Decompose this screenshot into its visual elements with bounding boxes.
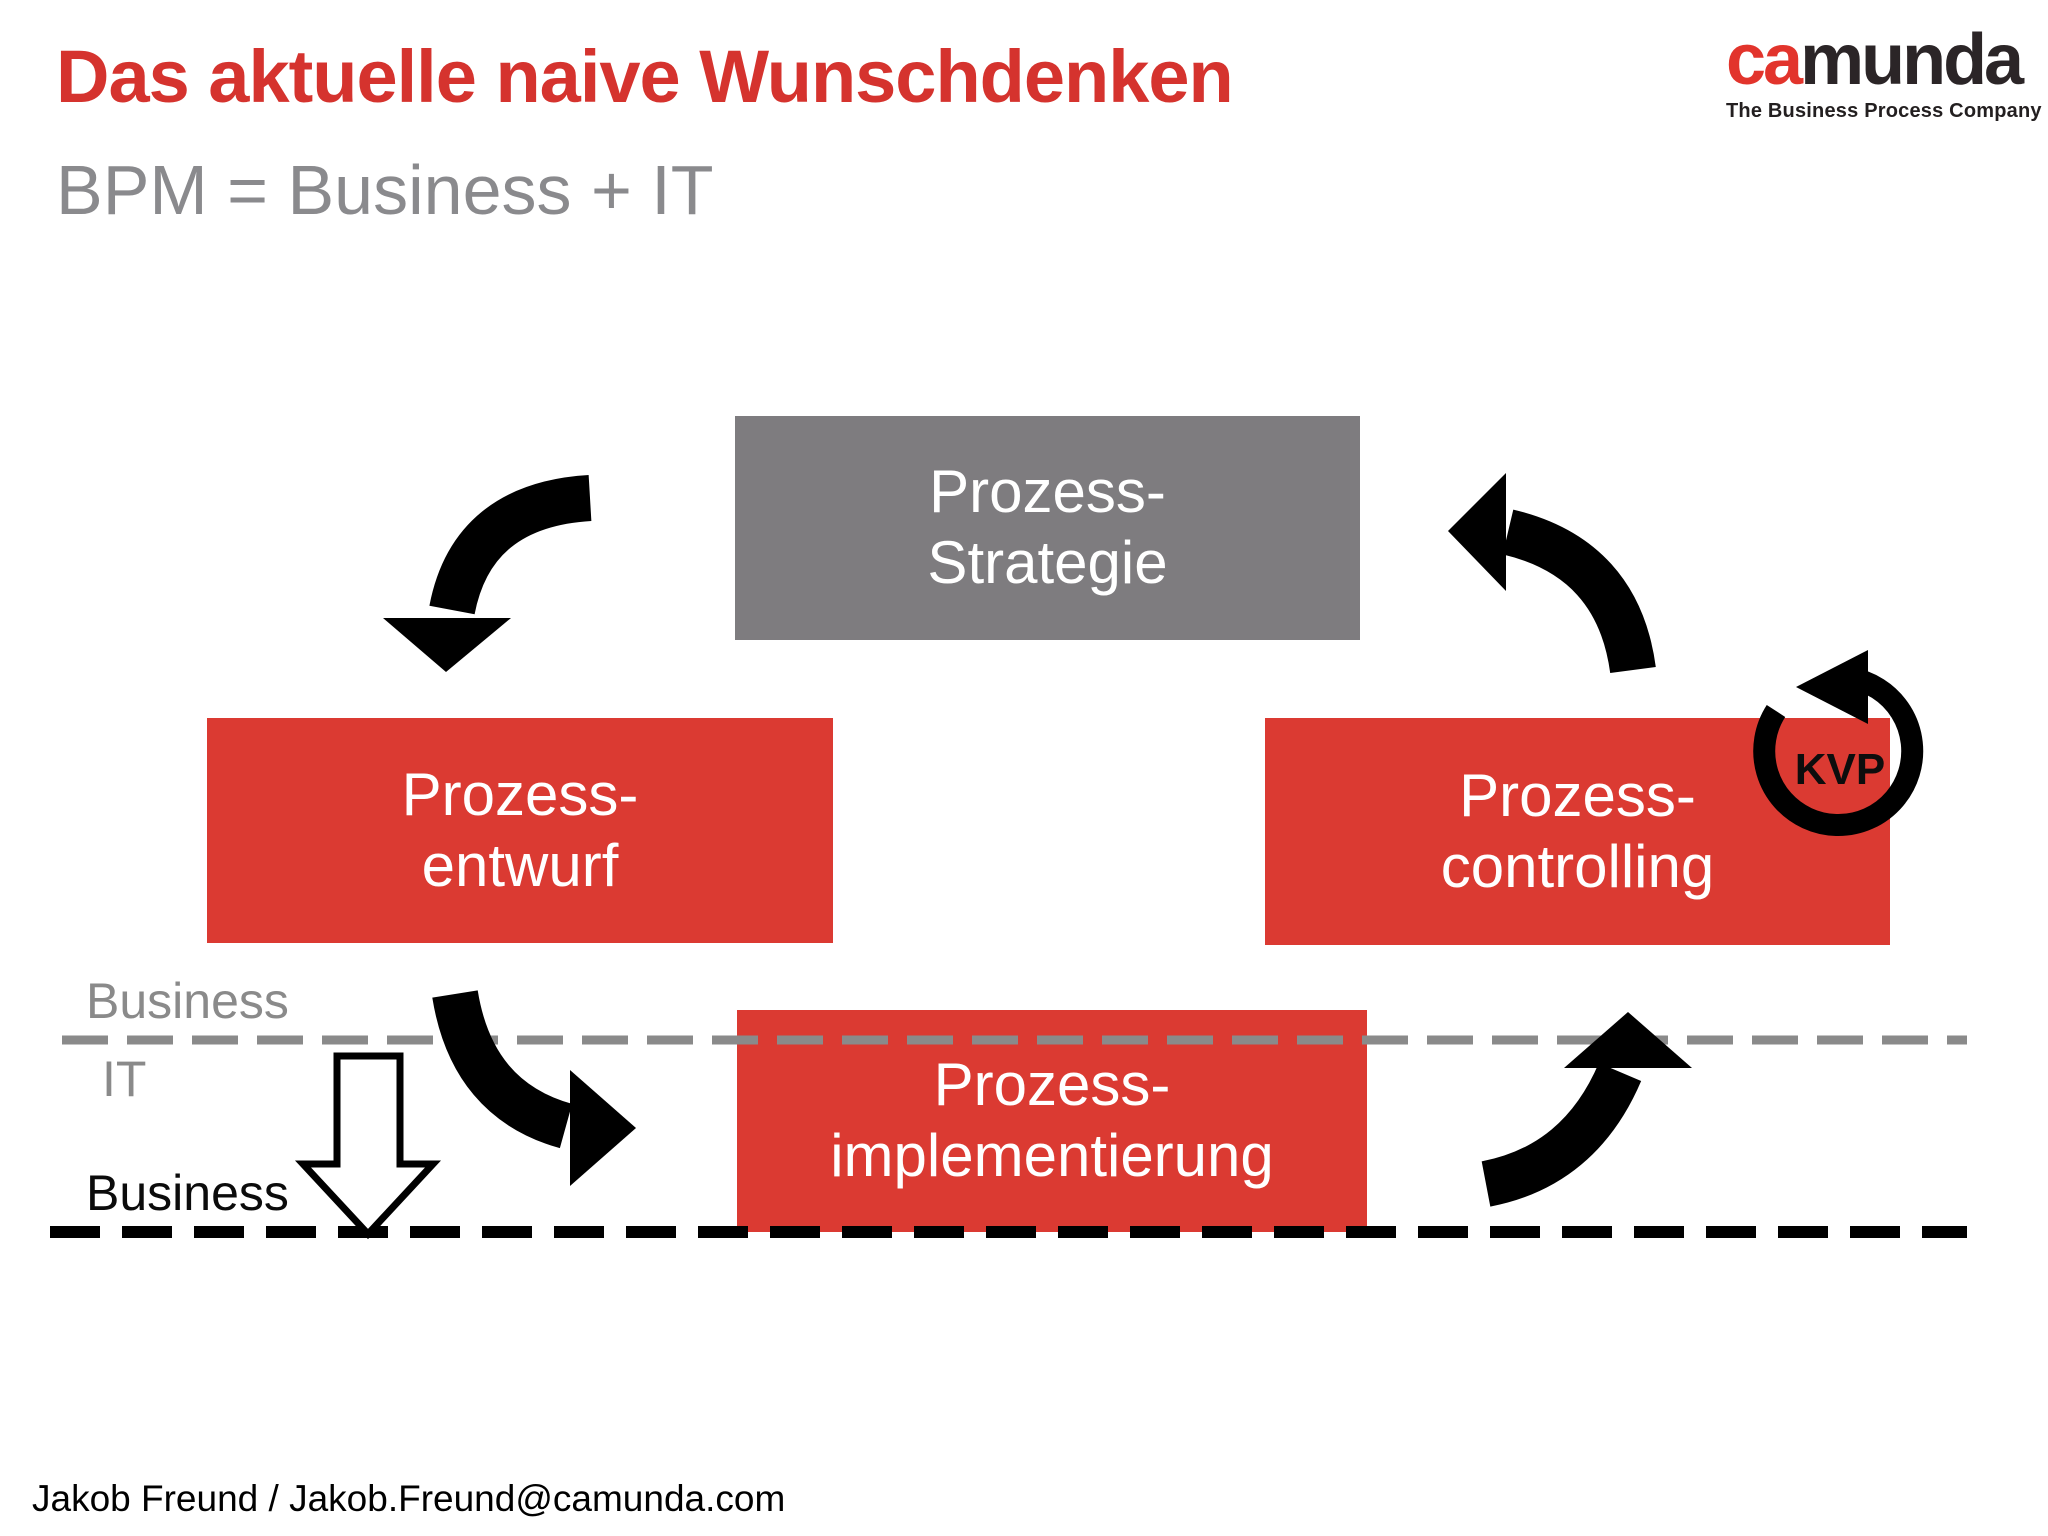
curved-arrow-entwurf-to-implementierung-icon (432, 989, 636, 1186)
camunda-logo-tagline: The Business Process Company (1726, 100, 2042, 122)
camunda-logo: camunda The Business Process Company (1726, 24, 2042, 123)
curved-arrow-strategie-to-entwurf-icon (383, 475, 592, 672)
lane-label-it: IT (102, 1051, 147, 1107)
lane-label-business-top: Business (86, 973, 289, 1029)
kvp-badge-label: KVP (1794, 745, 1886, 794)
box-prozess-entwurf-line1: Prozess- (401, 760, 639, 828)
camunda-logo-wordmark: camunda (1726, 24, 2024, 96)
box-prozess-strategie-line1: Prozess- (929, 458, 1166, 526)
curved-arrow-controlling-to-strategie-icon (1448, 473, 1656, 674)
footer-credit: Jakob Freund / Jakob.Freund@camunda.com (32, 1478, 786, 1519)
down-arrow-icon (294, 1052, 442, 1240)
box-prozess-implementierung-line2: implementierung (830, 1122, 1274, 1189)
kvp-cycle-icon (1753, 650, 1924, 837)
lane-label-business-bottom: Business (86, 1165, 289, 1221)
box-prozess-entwurf: Prozess- entwurf (207, 718, 833, 943)
box-prozess-controlling: Prozess- controlling (1265, 718, 1890, 945)
camunda-logo-munda: munda (1800, 20, 2024, 100)
box-prozess-implementierung-line1: Prozess- (933, 1051, 1171, 1119)
page-subtitle: BPM = Business + IT (56, 151, 714, 229)
box-prozess-controlling-line2: controlling (1440, 832, 1715, 900)
box-prozess-strategie-line2: Strategie (927, 529, 1168, 596)
box-prozess-implementierung: Prozess- implementierung (737, 1010, 1367, 1232)
curved-arrow-implementierung-to-controlling-icon (1481, 1012, 1692, 1207)
box-prozess-entwurf-line2: entwurf (421, 831, 619, 899)
box-prozess-strategie: Prozess- Strategie (735, 416, 1360, 640)
page-title: Das aktuelle naive Wunschdenken (56, 35, 1234, 118)
camunda-logo-ca: ca (1726, 20, 1803, 100)
box-prozess-controlling-line1: Prozess- (1459, 761, 1696, 829)
